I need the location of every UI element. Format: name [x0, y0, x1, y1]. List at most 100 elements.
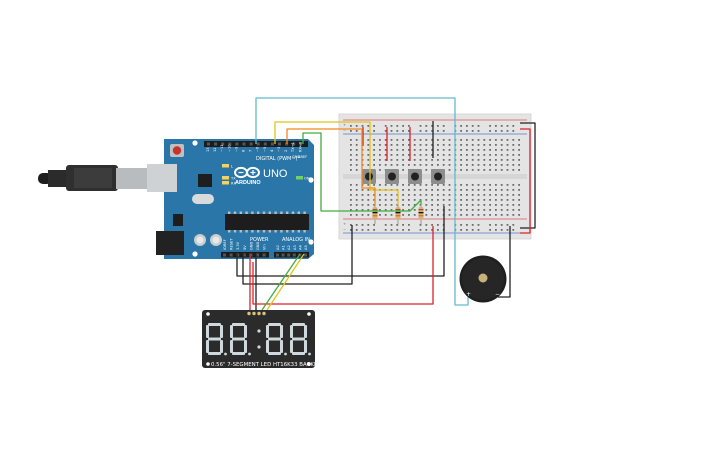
breadboard-hole[interactable]	[419, 154, 422, 156]
display-pin[interactable]	[262, 311, 266, 316]
breadboard-hole[interactable]	[425, 159, 428, 161]
breadboard-hole[interactable]	[442, 204, 445, 206]
breadboard-hole[interactable]	[437, 199, 439, 201]
breadboard-hole[interactable]	[495, 139, 497, 141]
breadboard-hole[interactable]	[512, 130, 515, 132]
breadboard-hole[interactable]	[500, 139, 503, 141]
header-pin[interactable]	[292, 253, 296, 257]
breadboard-hole[interactable]	[448, 169, 451, 171]
breadboard-hole[interactable]	[402, 214, 404, 216]
breadboard-hole[interactable]	[361, 214, 364, 216]
breadboard-hole[interactable]	[431, 224, 433, 226]
breadboard-hole[interactable]	[350, 139, 352, 141]
header-pin[interactable]	[214, 142, 218, 146]
breadboard-hole[interactable]	[425, 204, 428, 206]
breadboard-hole[interactable]	[402, 199, 404, 201]
breadboard-hole[interactable]	[425, 224, 428, 226]
breadboard-hole[interactable]	[431, 189, 433, 191]
breadboard-hole[interactable]	[390, 184, 393, 186]
breadboard-hole[interactable]	[373, 199, 375, 201]
breadboard-hole[interactable]	[367, 130, 370, 132]
breadboard-hole[interactable]	[367, 214, 370, 216]
header-pin[interactable]	[262, 253, 266, 257]
breadboard-hole[interactable]	[506, 184, 509, 186]
breadboard-hole[interactable]	[355, 139, 358, 141]
breadboard-hole[interactable]	[384, 164, 387, 166]
header-pin[interactable]	[304, 253, 307, 257]
breadboard-hole[interactable]	[448, 184, 451, 186]
breadboard-hole[interactable]	[373, 224, 375, 226]
breadboard-hole[interactable]	[483, 149, 486, 151]
breadboard-hole[interactable]	[431, 184, 433, 186]
breadboard-hole[interactable]	[471, 194, 474, 196]
breadboard-hole[interactable]	[350, 194, 352, 196]
breadboard-hole[interactable]	[500, 144, 503, 146]
breadboard-hole[interactable]	[442, 159, 445, 161]
wire-black-buzzer[interactable]	[498, 226, 511, 298]
breadboard-hole[interactable]	[437, 164, 439, 166]
breadboard-hole[interactable]	[471, 224, 474, 226]
breadboard-hole[interactable]	[396, 149, 399, 151]
analog-header[interactable]	[274, 252, 309, 258]
header-pin[interactable]	[256, 142, 260, 146]
breadboard-hole[interactable]	[384, 144, 387, 146]
display-pin[interactable]	[252, 311, 256, 316]
breadboard-hole[interactable]	[390, 130, 393, 132]
breadboard-hole[interactable]	[413, 149, 416, 151]
breadboard-hole[interactable]	[471, 164, 474, 166]
breadboard-hole[interactable]	[460, 194, 462, 196]
breadboard-hole[interactable]	[466, 164, 468, 166]
breadboard-hole[interactable]	[379, 144, 381, 146]
breadboard-hole[interactable]	[512, 204, 515, 206]
breadboard-hole[interactable]	[408, 154, 410, 156]
breadboard-hole[interactable]	[361, 194, 364, 196]
breadboard-hole[interactable]	[518, 169, 520, 171]
breadboard-hole[interactable]	[483, 144, 486, 146]
breadboard-hole[interactable]	[489, 199, 491, 201]
header-pin[interactable]	[236, 253, 240, 257]
breadboard-hole[interactable]	[495, 164, 497, 166]
breadboard-hole[interactable]	[460, 159, 462, 161]
breadboard-hole[interactable]	[408, 130, 410, 132]
breadboard-hole[interactable]	[442, 189, 445, 191]
breadboard-hole[interactable]	[495, 184, 497, 186]
breadboard-hole[interactable]	[361, 204, 364, 206]
breadboard-hole[interactable]	[460, 224, 462, 226]
header-pin[interactable]	[256, 253, 259, 257]
breadboard-hole[interactable]	[512, 164, 515, 166]
breadboard-hole[interactable]	[489, 194, 491, 196]
breadboard-hole[interactable]	[390, 224, 393, 226]
breadboard-hole[interactable]	[373, 184, 375, 186]
breadboard-hole[interactable]	[495, 149, 497, 151]
header-pin[interactable]	[229, 253, 233, 257]
breadboard-hole[interactable]	[483, 214, 486, 216]
breadboard-hole[interactable]	[460, 154, 462, 156]
breadboard-hole[interactable]	[448, 199, 451, 201]
header-pin[interactable]	[270, 142, 274, 146]
breadboard-hole[interactable]	[437, 139, 439, 141]
breadboard-hole[interactable]	[355, 154, 358, 156]
breadboard-hole[interactable]	[419, 149, 422, 151]
breadboard-hole[interactable]	[419, 164, 422, 166]
breadboard-hole[interactable]	[495, 199, 497, 201]
breadboard-hole[interactable]	[460, 169, 462, 171]
breadboard-hole[interactable]	[367, 189, 370, 191]
breadboard-hole[interactable]	[379, 149, 381, 151]
breadboard-hole[interactable]	[431, 139, 433, 141]
breadboard-hole[interactable]	[402, 224, 404, 226]
breadboard-hole[interactable]	[448, 139, 451, 141]
breadboard-hole[interactable]	[425, 154, 428, 156]
breadboard-hole[interactable]	[466, 139, 468, 141]
breadboard-hole[interactable]	[500, 164, 503, 166]
breadboard-hole[interactable]	[413, 139, 416, 141]
breadboard-hole[interactable]	[402, 154, 404, 156]
breadboard-hole[interactable]	[373, 154, 375, 156]
breadboard-hole[interactable]	[512, 169, 515, 171]
breadboard-hole[interactable]	[466, 144, 468, 146]
breadboard-hole[interactable]	[466, 130, 468, 132]
breadboard-hole[interactable]	[506, 154, 509, 156]
breadboard-hole[interactable]	[489, 184, 491, 186]
breadboard-hole[interactable]	[355, 130, 358, 132]
